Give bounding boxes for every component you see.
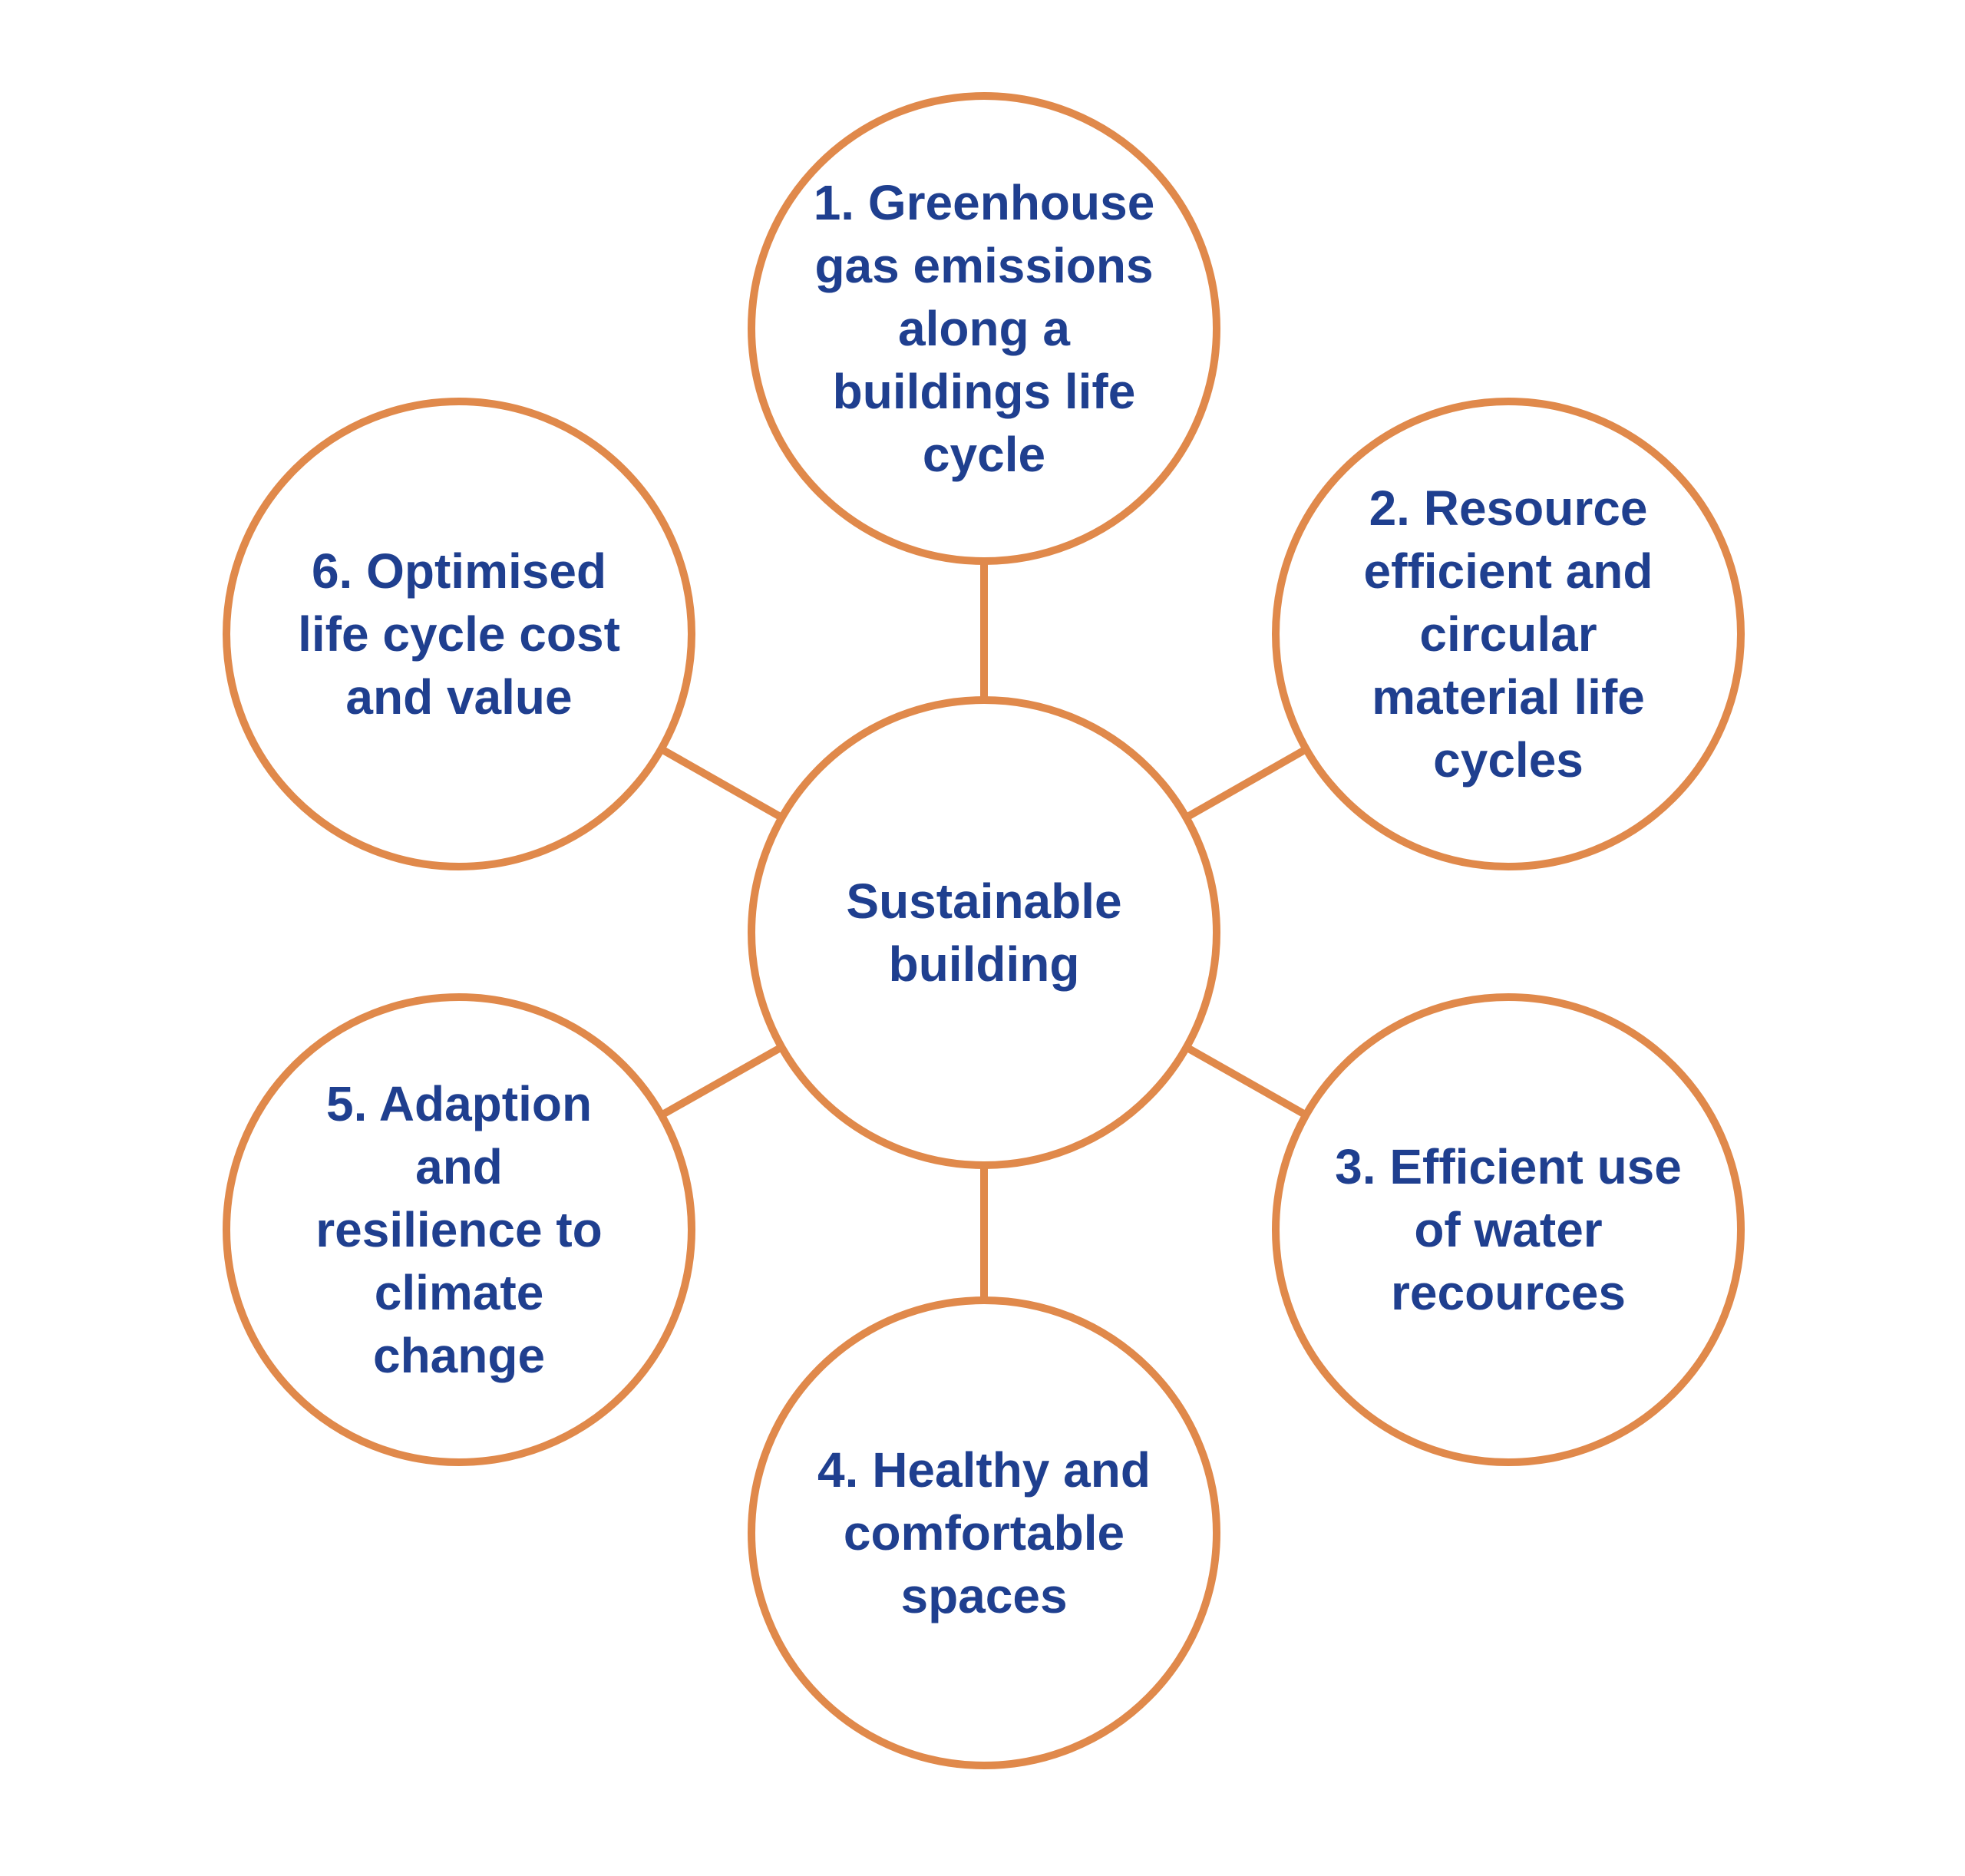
label-optimised-life-cycle-cost-line: and value — [345, 669, 572, 725]
label-greenhouse-gas-emissions-line: 1. Greenhouse — [814, 175, 1155, 230]
label-healthy-comfortable-spaces-line: spaces — [900, 1568, 1067, 1623]
circle-adaption-resilience-climate — [223, 993, 695, 1466]
label-adaption-resilience-climate: 5. Adaption and resilience to climate change — [315, 1076, 603, 1383]
label-healthy-comfortable-spaces: 4. Healthy and comfortable spaces — [817, 1442, 1151, 1623]
center-label-line: Sustainable — [846, 874, 1121, 929]
label-efficient-water-use: 3. Efficient use of water recources — [1335, 1139, 1682, 1320]
center-label: Sustainable building — [846, 874, 1121, 992]
label-greenhouse-gas-emissions-line: along a — [898, 301, 1070, 356]
connector-resource-efficient-materials — [1184, 745, 1309, 821]
label-resource-efficient-materials-line: material life — [1372, 669, 1645, 725]
topic-circles — [223, 92, 1745, 1769]
label-resource-efficient-materials-line: efficient and — [1364, 543, 1653, 599]
label-adaption-resilience-climate-line: resilience to — [315, 1202, 603, 1257]
label-adaption-resilience-climate-line: change — [373, 1328, 545, 1383]
center-label-line: building — [889, 936, 1080, 992]
connector-optimised-life-cycle-cost — [659, 745, 784, 821]
label-optimised-life-cycle-cost-line: life cycle cost — [298, 606, 620, 662]
label-adaption-resilience-climate-line: 5. Adaption — [326, 1076, 592, 1131]
label-resource-efficient-materials-line: 2. Resource — [1369, 481, 1648, 536]
label-resource-efficient-materials-line: circular — [1419, 606, 1597, 662]
label-optimised-life-cycle-cost: 6. Optimised life cycle cost and value — [298, 543, 620, 725]
label-healthy-comfortable-spaces-line: comfortable — [844, 1505, 1125, 1561]
topic-labels: Sustainable building 1. Greenhouse gas emis… — [298, 175, 1682, 1623]
label-optimised-life-cycle-cost-line: 6. Optimised — [312, 543, 606, 599]
label-resource-efficient-materials-line: cycles — [1433, 732, 1584, 788]
label-efficient-water-use-line: recources — [1391, 1265, 1626, 1320]
connector-adaption-resilience-climate — [659, 1043, 784, 1119]
label-efficient-water-use-line: 3. Efficient use — [1335, 1139, 1682, 1194]
circle-healthy-comfortable-spaces — [748, 1296, 1220, 1769]
label-adaption-resilience-climate-line: climate — [375, 1265, 544, 1320]
label-greenhouse-gas-emissions-line: gas emissions — [814, 238, 1153, 293]
circle-greenhouse-gas-emissions — [748, 92, 1220, 565]
circle-efficient-water-use — [1272, 993, 1745, 1466]
label-greenhouse-gas-emissions: 1. Greenhouse gas emissions along a buildin… — [814, 175, 1155, 482]
connector-efficient-water-use — [1184, 1044, 1308, 1118]
label-greenhouse-gas-emissions-line: buildings life — [833, 364, 1136, 419]
label-greenhouse-gas-emissions-line: cycle — [923, 427, 1045, 482]
label-healthy-comfortable-spaces-line: 4. Healthy and — [817, 1442, 1151, 1498]
center-circle — [748, 696, 1220, 1169]
label-efficient-water-use-line: of water — [1414, 1202, 1602, 1257]
label-resource-efficient-materials: 2. Resource efficient and circular material… — [1364, 481, 1653, 788]
connector-lines — [659, 561, 1309, 1300]
circle-optimised-life-cycle-cost — [223, 398, 695, 870]
circle-resource-efficient-materials — [1272, 398, 1745, 870]
label-adaption-resilience-climate-line: and — [415, 1139, 503, 1194]
